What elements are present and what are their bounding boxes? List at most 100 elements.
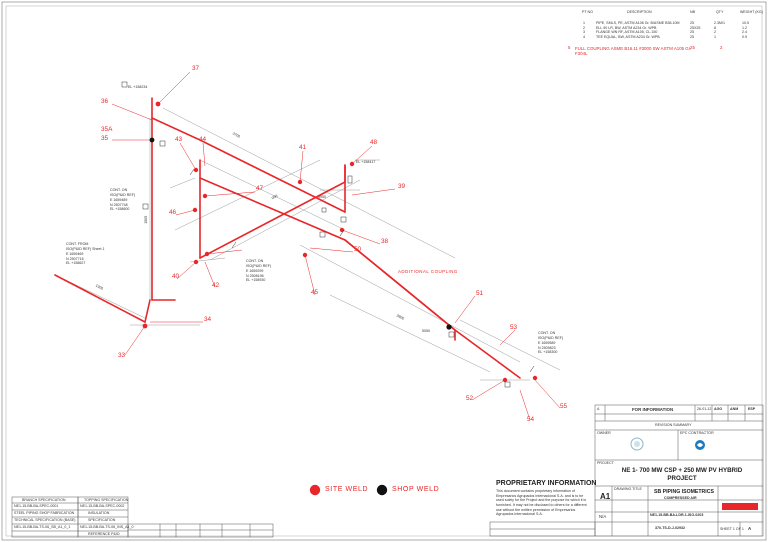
- cont-note-2-l4: N 2507716: [66, 256, 84, 261]
- additional-coupling-label: ADDITIONAL COUPLING: [398, 269, 458, 274]
- owner-label: OWNER: [597, 431, 611, 435]
- bom-cell-qty: 8: [714, 25, 716, 30]
- callout-54: 54: [527, 416, 535, 423]
- bom-cell-wt: 1.2: [742, 25, 747, 30]
- cont-note-2-l1: CONT. FROM: [66, 242, 89, 246]
- company-logo-mark: [722, 503, 758, 510]
- branch-spec-row-3: TECHNICAL SPECIFICATION (BASE): [14, 518, 76, 522]
- bom-cell-pt: 1: [583, 21, 585, 25]
- cont-note-4-l3: E 1659589: [538, 340, 556, 345]
- cont-note-3-l4: N 2508196: [246, 273, 264, 278]
- bom-header-qty: QTY: [716, 10, 724, 14]
- bom-cell-nb: 25X25: [690, 25, 701, 30]
- bom-header-weight: WEIGHT (KG): [740, 10, 763, 14]
- bom-highlight-pt: 5: [568, 45, 571, 50]
- shop-weld-legend-label: SHOP WELD: [392, 486, 440, 493]
- bom-header-desc: DESCRIPTION: [627, 10, 652, 14]
- branch-spec-row-2: STEEL PIPING SHOP FABRICATION: [14, 511, 75, 515]
- callout-38: 38: [381, 238, 389, 245]
- callout-35: 35: [101, 135, 109, 142]
- frame-inner: [5, 5, 763, 537]
- topping-spec-row-5: REFERENCE P&ID: [88, 532, 120, 536]
- callout-36: 36: [101, 98, 109, 105]
- topping-spec-row-3: SPECIFICATION: [88, 518, 116, 522]
- bom-cell-desc: PIPE, SMLS, PE, ASTM A106 Gr. B/ASME B36…: [596, 21, 680, 25]
- spec-blocks-frame: [11, 496, 274, 538]
- rev-checked: ANM: [730, 407, 739, 411]
- branch-spec-title: BRANCH SPECIFICATION: [22, 498, 66, 502]
- callout-46: 46: [169, 209, 177, 216]
- dim-label-6: 5050: [422, 329, 430, 333]
- bom-cell-desc: ELL 90 LR, BW, ASTM A234 Gr. WPB: [596, 25, 657, 30]
- cont-note-3-l1: CONT. ON: [246, 259, 264, 263]
- project-name: NE 1- 700 MW CSP + 250 MW PV HYBRID PROJ…: [621, 467, 743, 482]
- bom-cell-wt: 2.4: [742, 30, 747, 35]
- callout-40: 40: [172, 273, 180, 280]
- callout-51: 51: [476, 290, 484, 297]
- topping-spec-row-2: INSULATION: [88, 511, 110, 515]
- cont-note-2-l5: EL +158627: [66, 261, 86, 266]
- dim-label-7: 3950: [318, 195, 326, 199]
- pipe-route: [54, 97, 521, 379]
- cont-note-3-l3: E 1659299: [246, 268, 264, 273]
- shop-weld-legend-dot: [376, 484, 388, 496]
- callout-45: 45: [311, 289, 319, 296]
- drawing-subtitle: COMPRESSED AIR: [664, 496, 697, 500]
- cont-note-1-l3: E 1659489: [110, 197, 128, 202]
- callout-55: 55: [560, 403, 568, 410]
- cont-note-3: CONT. ON ISO(P&ID REF) E 1659299 N 25081…: [246, 259, 271, 283]
- north-arrows: [189, 168, 535, 373]
- bom-cell-pt: 4: [583, 34, 585, 39]
- project-label: PROJECT: [597, 461, 614, 465]
- bom-cell-pt: 3: [583, 30, 585, 35]
- bom-cell-wt: 10.5: [742, 21, 749, 25]
- revision-summary-label: REVISION SUMMARY: [655, 423, 692, 427]
- cont-note-4-l4: N 2509823: [538, 345, 556, 350]
- cont-note-1-l2: ISO(P&ID REF): [110, 192, 136, 197]
- drawing-title-label: DRAWING TITLE: [614, 487, 642, 491]
- epc-label: EPC CONTRACTOR: [680, 431, 714, 435]
- elevation-label-1: EL +158234: [128, 85, 148, 89]
- rev-letter: A: [597, 407, 600, 411]
- proprietary-text: This document contains proprietary infor…: [496, 489, 587, 517]
- bom-cell-nb: 25: [690, 34, 694, 39]
- callout-33: 33: [118, 352, 126, 359]
- cont-note-1: CONT. ON ISO(P&ID REF) E 1659489 N 25077…: [110, 188, 135, 212]
- bom-highlight-nb: 25: [690, 45, 695, 50]
- bom-cell-nb: 25: [690, 21, 694, 25]
- bom-cell-wt: 0.9: [742, 34, 747, 39]
- branch-spec-row-4: NE1-15-BB-BA-TS-06_SB_A1_0_1: [14, 525, 71, 529]
- dimension-lines: [54, 107, 561, 381]
- sheet-number: SHEET 1 OF 1: [720, 527, 744, 531]
- title-block-frame: [594, 404, 764, 537]
- callout-48: 48: [370, 139, 378, 146]
- bom-cell-qty: 2: [714, 30, 716, 35]
- bom-highlight-desc: FULL COUPLING ASME B16.11 #3000 SW ASTM …: [575, 46, 692, 57]
- elevation-label-2: EL +158417: [356, 160, 376, 164]
- cont-note-4-l1: CONT. ON: [538, 331, 556, 335]
- drawing-title: SB PIPING ISOMETRICS: [654, 489, 714, 495]
- cont-note-1-l1: CONT. ON: [110, 188, 128, 192]
- bom-cell-pt: 2: [583, 25, 585, 30]
- callout-41: 41: [299, 144, 307, 151]
- bom-header-pt: PT NO: [582, 10, 593, 14]
- callout-leaders: [111, 71, 561, 421]
- callout-43: 43: [175, 136, 183, 143]
- callout-50: 50: [354, 246, 362, 253]
- drawing-number: NE1-15-BB-BA-LDR-1-ISO-0203: [650, 513, 704, 517]
- topping-spec-title: TOPPING SPECIFICATION: [84, 498, 129, 502]
- cont-note-4: CONT. ON ISO(P&ID REF) E 1659589 N 25098…: [538, 331, 563, 355]
- bom-cell-nb: 25: [690, 30, 694, 35]
- pipe-fittings: [121, 81, 511, 388]
- proprietary-title: PROPRIETARY INFORMATION: [496, 480, 597, 487]
- cont-note-4-l5: EL +158300: [538, 350, 558, 355]
- rev-drawn: AGO: [714, 407, 723, 411]
- branch-spec-row-1: NE1-15-BB-BA-SPEC-0001: [14, 504, 59, 508]
- rev-date: 26-01-12: [697, 407, 712, 411]
- document-number: 370-TS-D-J-02932: [655, 526, 685, 530]
- cont-note-2: CONT. FROM ISO(P&ID REF) Sheet 1 E 16594…: [66, 242, 105, 266]
- cont-note-3-l5: EL +158930: [246, 278, 266, 283]
- cont-note-1-l5: EL +158600: [110, 207, 130, 212]
